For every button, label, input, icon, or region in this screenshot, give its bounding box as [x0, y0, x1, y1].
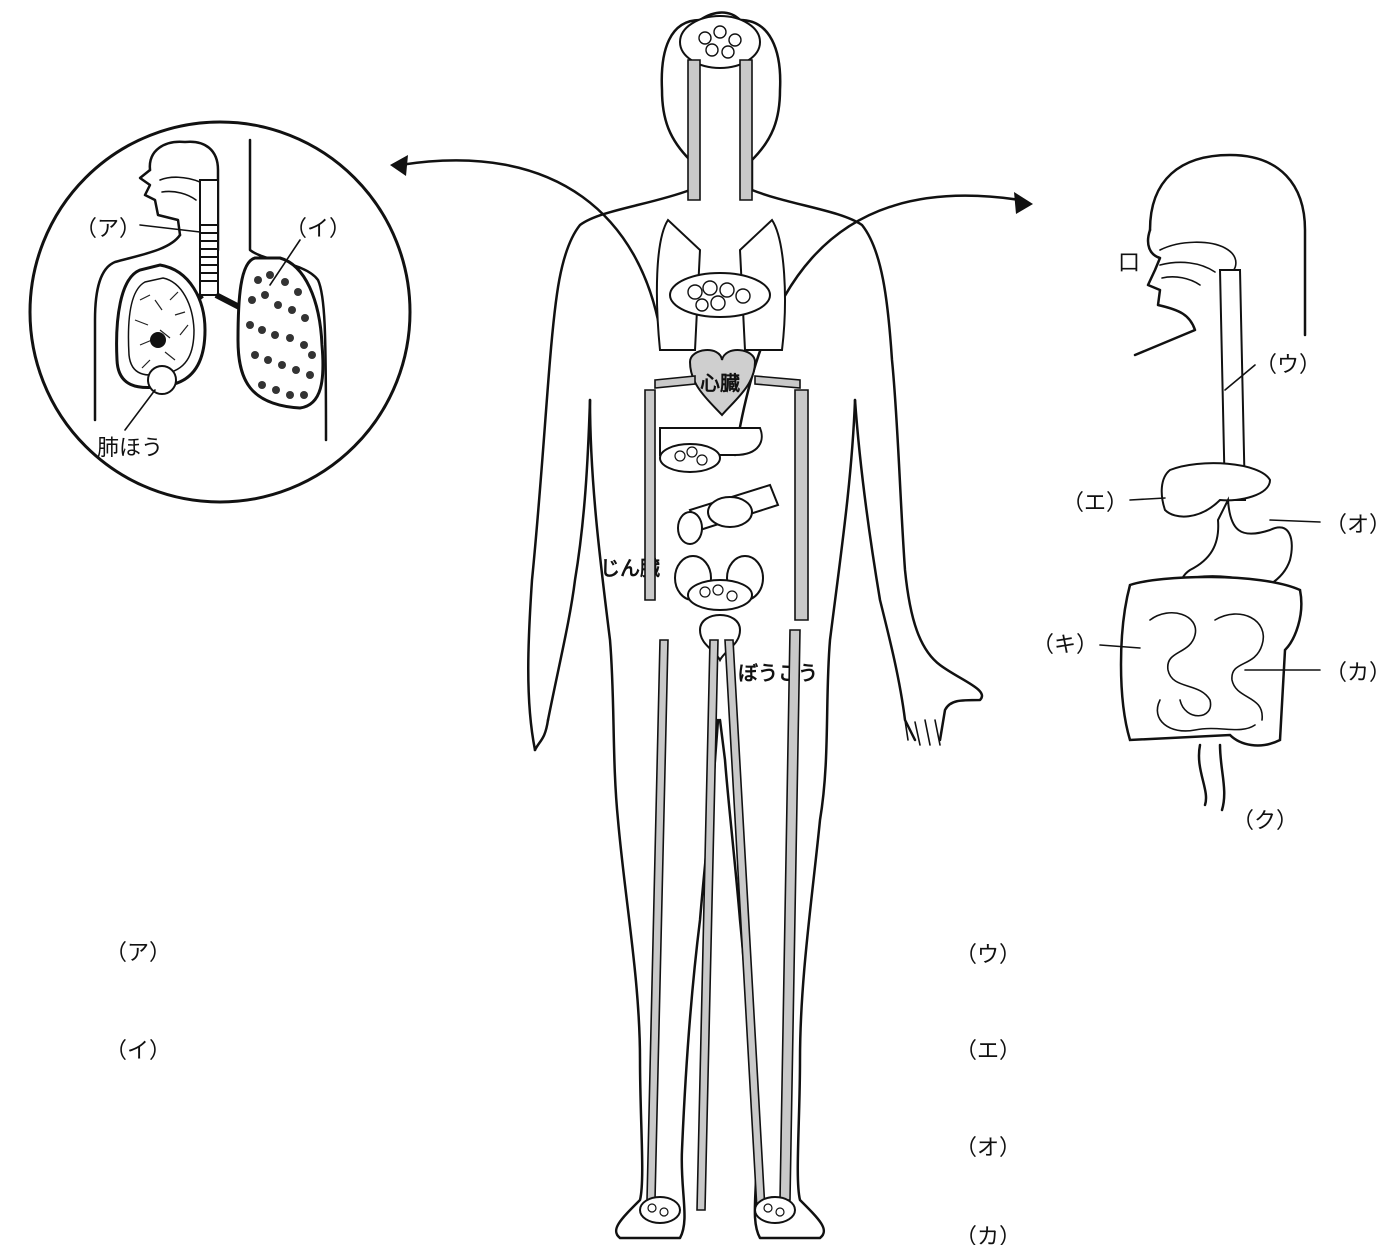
- label-u: （ウ）: [1255, 353, 1321, 378]
- label-mouth: 口: [1118, 251, 1140, 276]
- label-i: （イ）: [285, 217, 351, 242]
- answer-i: （イ）: [105, 1039, 171, 1064]
- answer-a: （ア）: [105, 941, 171, 966]
- label-a: （ア）: [75, 217, 141, 242]
- lung-inset: （ア） （イ） 肺ほう: [30, 122, 410, 502]
- label-ku: （ク）: [1232, 809, 1298, 834]
- answer-ka: （カ）: [955, 1225, 1021, 1245]
- answer-o: （オ）: [955, 1136, 1021, 1161]
- label-ki: （キ）: [1032, 633, 1098, 658]
- label-ka: （カ）: [1325, 661, 1391, 686]
- bladder-label: ぼうこう: [738, 661, 818, 685]
- label-o: （オ）: [1325, 513, 1391, 538]
- answer-labels: （ア） （イ） （ウ） （エ） （オ） （カ）: [105, 941, 1021, 1245]
- answer-e: （エ）: [955, 1039, 1021, 1064]
- answer-u: （ウ）: [955, 943, 1021, 968]
- human-body: 心臓 じん臓 ぼうこう: [528, 13, 982, 1239]
- label-e: （エ）: [1062, 491, 1128, 516]
- label-alveolus: 肺ほう: [97, 436, 163, 461]
- digestive-system: 口 （ウ） （エ） （オ） （キ） （カ） （ク）: [1032, 155, 1391, 834]
- heart-label: 心臓: [700, 371, 740, 395]
